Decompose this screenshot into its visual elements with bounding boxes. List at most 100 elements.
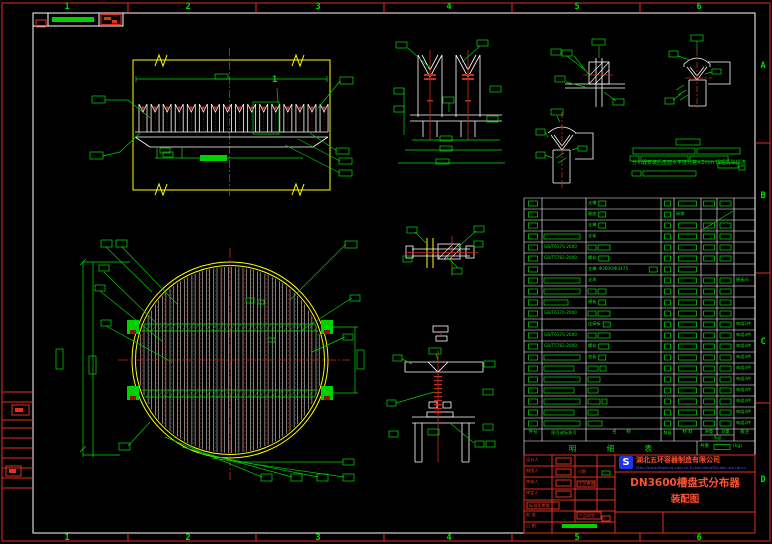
qtext-box (599, 365, 607, 372)
qtext-box (664, 343, 671, 350)
qtext-box (587, 244, 597, 251)
qtext-box (543, 398, 581, 405)
balloon-box (98, 264, 110, 272)
zone-label-right-A: A (760, 61, 766, 71)
qtext-box (678, 288, 697, 295)
qtext-box (678, 244, 697, 251)
riser (186, 103, 196, 132)
qtext-box (664, 409, 671, 416)
balloon-box (451, 267, 463, 275)
zone-label-bottom-6: 6 (696, 532, 702, 543)
col-header-kg-unit: (kg) (713, 434, 722, 440)
trough-line (213, 267, 218, 453)
qtext-box (678, 233, 697, 240)
trough-line (257, 267, 262, 453)
zone-label-right-B: B (760, 191, 766, 201)
qtext-box (601, 398, 608, 405)
riser (162, 103, 172, 132)
company-website: http://www.hbwh-rq.com.cn E-mail:whrq@pu… (636, 465, 746, 470)
balloon-box (406, 226, 418, 234)
riser (198, 103, 208, 132)
qtext-box (719, 288, 732, 295)
table-cell-text: GB/T5782-2000 (544, 343, 577, 348)
qtext-box (528, 365, 538, 372)
qtext-box (678, 266, 697, 273)
qtext-box (587, 376, 601, 383)
parts-list-title: 明 细 表 (568, 443, 667, 453)
qtext-box (703, 398, 715, 405)
qtext-box (678, 343, 697, 350)
qtext-box (598, 211, 607, 218)
balloon-box (388, 430, 399, 438)
balloon-box (344, 240, 358, 249)
field-date: 日 期 (526, 522, 536, 528)
qtext-box (664, 299, 671, 306)
table-cell-text: 支撑 (588, 222, 597, 227)
qtext-box (528, 398, 538, 405)
balloon-box (100, 319, 112, 327)
leader-line (457, 230, 477, 248)
zone-label-bottom-1: 1 (64, 532, 70, 543)
qtext-box (664, 233, 671, 240)
qtext-box (719, 244, 732, 251)
qtext-box (528, 343, 538, 350)
qtext-box (648, 266, 658, 273)
trough-line (177, 267, 181, 453)
field-approver: 审定人 (526, 489, 539, 495)
qtext-box (528, 409, 538, 416)
balloon-box (55, 348, 64, 370)
corner-block (32, 12, 124, 28)
qtext-box (719, 233, 732, 240)
qtext-box (678, 354, 697, 361)
col-header-unit-weight: 单重 (705, 428, 713, 434)
balloon-box (550, 48, 562, 56)
qtext-box (678, 222, 697, 229)
table-cell-text: 每组4件 (736, 354, 752, 359)
leader-line (102, 132, 141, 157)
qtext-box (587, 420, 603, 427)
qtext-box (678, 420, 697, 427)
balloon-box (338, 157, 353, 165)
table-cell-text: 垫板 (588, 354, 597, 359)
balloon-box (89, 151, 104, 160)
parts-table-qtext (528, 200, 734, 450)
balloon-box (482, 423, 494, 431)
leader-line (677, 55, 691, 61)
leader-line (276, 87, 279, 103)
qtext-box (664, 387, 671, 394)
plan-view (79, 248, 358, 480)
qtext-box (678, 409, 697, 416)
qtext-box (664, 376, 671, 383)
table-cell-text: 支承 (588, 277, 597, 282)
zone-label-bottom-3: 3 (315, 532, 321, 543)
title-block-grid (523, 454, 756, 534)
qtext-box (664, 211, 671, 218)
qtext-box (543, 376, 581, 383)
qtext-box (528, 233, 538, 240)
balloon-box (577, 145, 588, 152)
qtext-box (703, 409, 715, 416)
leader-line (121, 246, 179, 306)
qtext-box (703, 255, 715, 262)
col-header-item-no: 件号 (528, 430, 538, 435)
support-detail (404, 350, 484, 463)
qtext-box (664, 321, 671, 328)
qtext-box (597, 310, 611, 317)
table-cell-text: 螺栓 (588, 343, 597, 348)
qtext-box (678, 299, 697, 306)
balloon-box (612, 98, 625, 106)
qtext-box (587, 332, 597, 339)
balloon-box (214, 73, 229, 80)
drawing-subtitle: 装配图 (670, 494, 700, 505)
table-cell-text: Φ3600/Φ3475 (598, 266, 629, 271)
qtext-box (528, 332, 538, 339)
leader-line (105, 246, 153, 293)
qtext-box (528, 387, 538, 394)
company-name: 湖北五环容器制造有限公司 (636, 456, 720, 464)
riser (211, 103, 220, 132)
leader-line (407, 47, 431, 69)
balloon-box (115, 239, 128, 248)
drawing-title: DN3600槽盘式分布器 (630, 477, 740, 489)
field-drafter: 制图人 (526, 467, 539, 473)
qtext-box (719, 332, 732, 339)
